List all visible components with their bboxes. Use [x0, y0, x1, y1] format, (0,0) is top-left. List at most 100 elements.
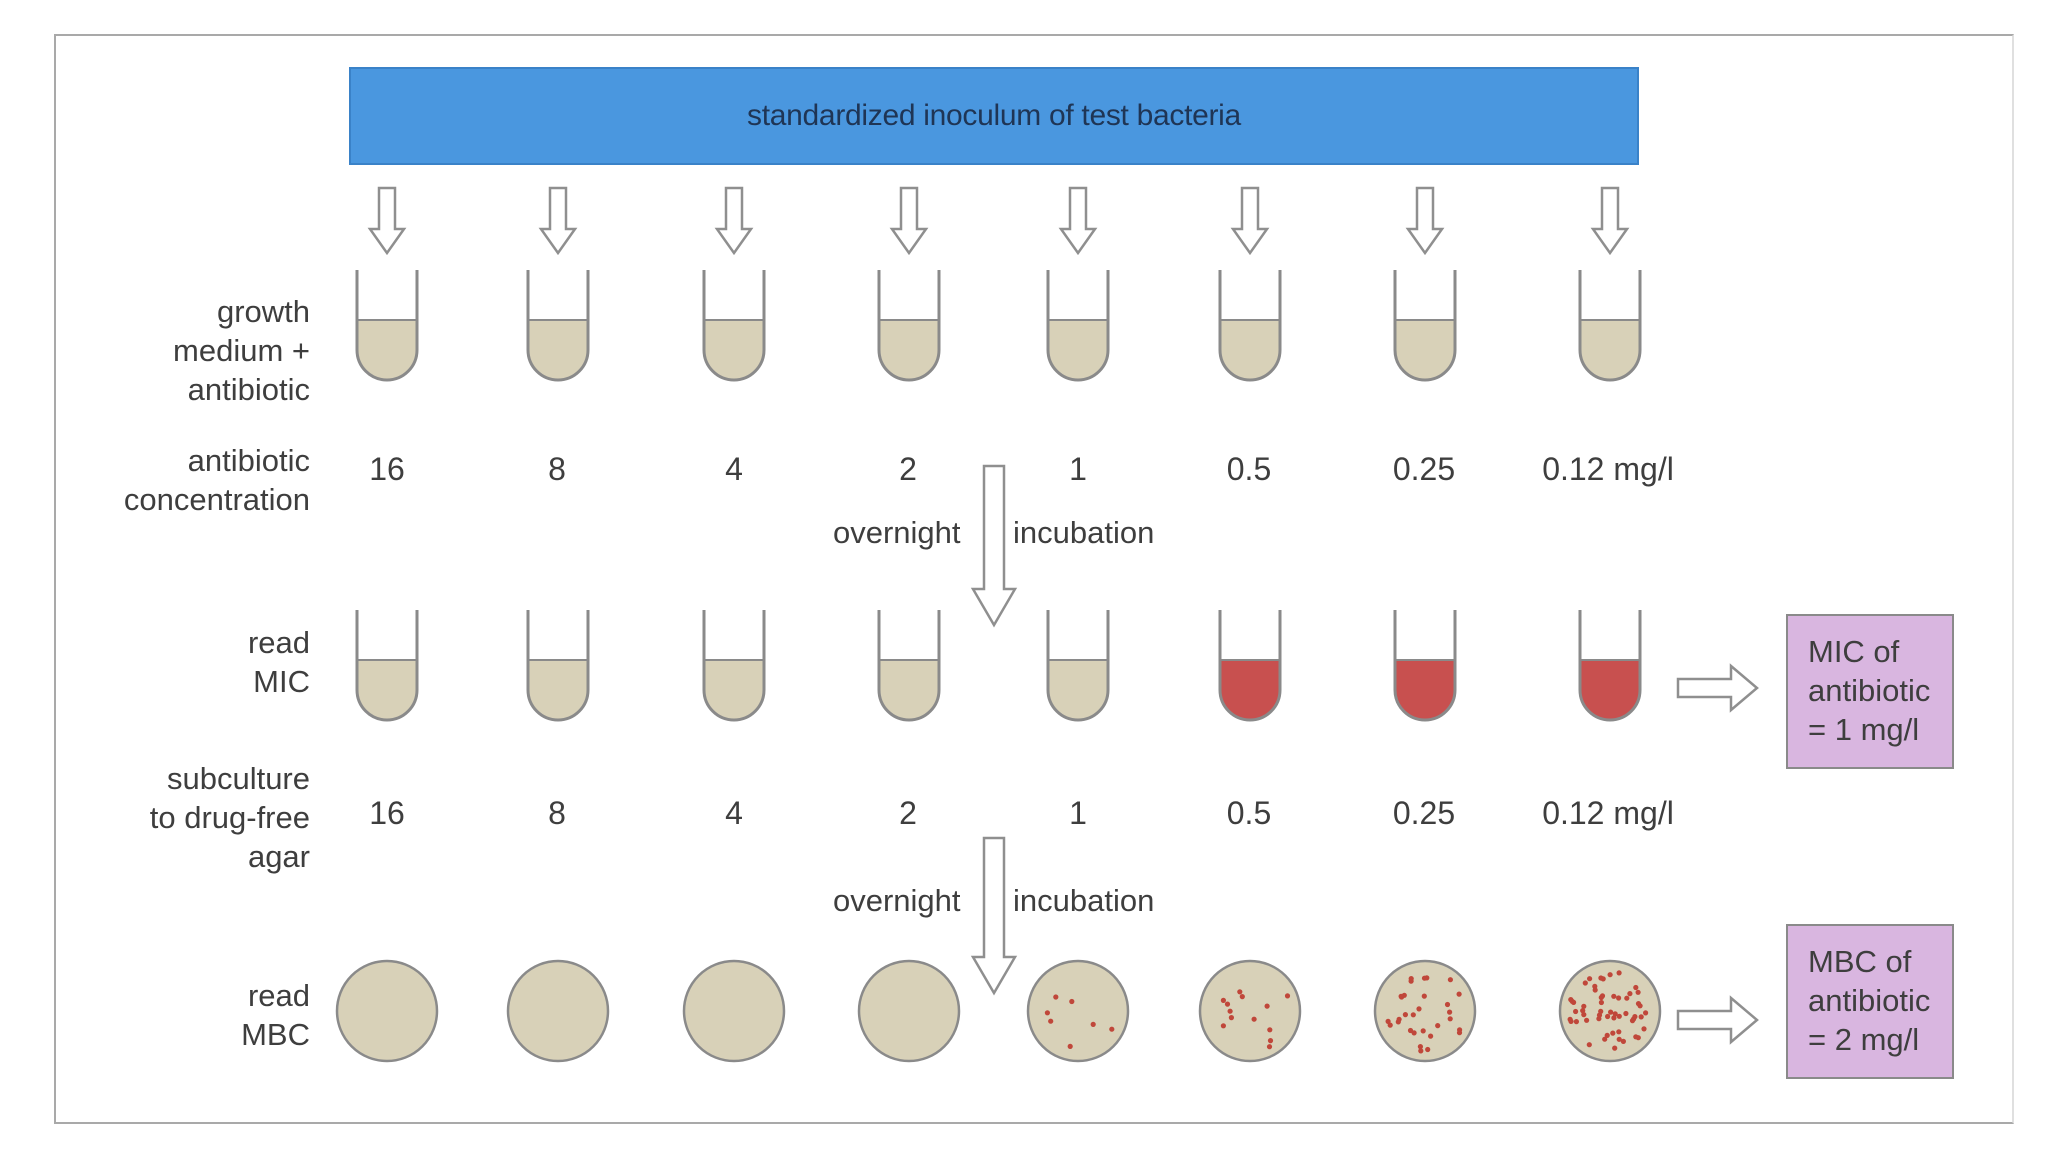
- bacterial-colony: [1227, 1008, 1233, 1014]
- test-tube: [1578, 270, 1642, 382]
- bacterial-colony: [1447, 1009, 1453, 1015]
- label-line: growth: [216, 294, 310, 329]
- bacterial-colony: [1418, 1048, 1424, 1054]
- test-tube-liquid: [1048, 320, 1108, 380]
- label-line: read: [247, 978, 310, 1013]
- mic-tube: [355, 610, 419, 722]
- bacterial-colony: [1421, 993, 1427, 999]
- test-tube-liquid: [879, 320, 939, 380]
- inoculation-arrow: [714, 186, 754, 256]
- agar-plate: [1026, 959, 1130, 1063]
- label-line: MBC: [241, 1017, 310, 1052]
- mic-tube-liquid: [1220, 660, 1280, 720]
- mic-tube-liquid: [1395, 660, 1455, 720]
- incubation-label-left: overnight: [833, 883, 961, 918]
- bacterial-colony: [1447, 1016, 1453, 1022]
- label-line: antibiotic: [187, 372, 310, 407]
- bacterial-colony: [1228, 1015, 1234, 1021]
- bacterial-colony: [1067, 1043, 1073, 1049]
- bacterial-colony: [1267, 1038, 1274, 1044]
- bacterial-colony: [1264, 1003, 1270, 1009]
- test-tube: [355, 270, 419, 382]
- subculture-concentration-value: 0.5: [1226, 795, 1272, 831]
- bacterial-colony: [1616, 995, 1622, 1001]
- incubation-label-right: incubation: [1013, 883, 1155, 918]
- label-line: to drug-free: [149, 800, 310, 835]
- bacterial-colony: [1220, 1023, 1226, 1029]
- concentration-value: 0.25: [1392, 451, 1456, 487]
- bacterial-colony: [1069, 998, 1075, 1005]
- subculture-concentration-value: 2: [899, 795, 917, 831]
- mic-tube-liquid: [357, 660, 417, 720]
- test-tube-liquid: [1580, 320, 1640, 380]
- agar-plate: [1198, 959, 1302, 1063]
- test-tube: [1218, 270, 1282, 382]
- label-line: subculture: [166, 761, 310, 796]
- inoculation-arrow: [889, 186, 929, 256]
- inoculation-arrow: [538, 186, 578, 256]
- bacterial-colony: [1596, 1012, 1603, 1018]
- bacterial-colony: [1592, 987, 1598, 993]
- incubation-arrow: [970, 464, 1018, 628]
- bacterial-colony: [1632, 1014, 1638, 1020]
- mic-tube-liquid: [704, 660, 764, 720]
- concentration-value: 16: [369, 451, 405, 487]
- bacterial-colony: [1411, 1030, 1417, 1036]
- bacterial-colony: [1635, 1035, 1641, 1041]
- concentration-value: 4: [725, 451, 743, 487]
- test-tube: [1046, 270, 1110, 382]
- inoculation-arrow: [1590, 186, 1630, 256]
- mic-result-arrow: [1676, 663, 1759, 713]
- test-tube-liquid: [528, 320, 588, 380]
- bacterial-colony: [1638, 1014, 1644, 1020]
- agar-plate: [1373, 959, 1477, 1063]
- agar-plate: [857, 959, 961, 1063]
- bacterial-colony: [1220, 997, 1226, 1004]
- bacterial-colony: [1611, 1015, 1617, 1021]
- mic-tube: [877, 610, 941, 722]
- bacterial-colony: [1410, 1012, 1416, 1018]
- bacterial-colony: [1600, 976, 1606, 982]
- concentration-value: 1: [1069, 451, 1087, 487]
- inoculum-banner: standardized inoculum of test bacteria: [349, 67, 1639, 165]
- incubation-arrow: [970, 836, 1018, 996]
- mic-result-line: antibiotic: [1808, 673, 1931, 708]
- subculture-concentration-value: 1: [1069, 795, 1087, 831]
- bacterial-colony: [1610, 1030, 1616, 1036]
- label-antibiotic-concentration: antibiotic concentration: [80, 441, 310, 519]
- test-tube-liquid: [357, 320, 417, 380]
- bacterial-colony: [1635, 1001, 1642, 1007]
- bacterial-colony: [1428, 1033, 1434, 1039]
- mic-tube: [1218, 610, 1282, 722]
- bacterial-colony: [1624, 995, 1630, 1001]
- label-line: antibiotic: [187, 443, 310, 478]
- bacterial-colony: [1090, 1021, 1096, 1027]
- mic-tube-liquid: [879, 660, 939, 720]
- concentration-value: 0.5: [1226, 451, 1272, 487]
- bacterial-colony: [1224, 1001, 1231, 1007]
- inoculation-arrow: [1058, 186, 1098, 256]
- mic-result-line: MIC of: [1808, 634, 1900, 669]
- mbc-result-line: = 2 mg/l: [1808, 1022, 1920, 1057]
- mic-tube: [1578, 610, 1642, 722]
- bacterial-colony: [1599, 993, 1606, 999]
- bacterial-colony: [1581, 1012, 1587, 1018]
- mic-result-line: = 1 mg/l: [1808, 712, 1920, 747]
- label-line: concentration: [123, 482, 310, 517]
- bacterial-colony: [1623, 1010, 1629, 1017]
- label-line: MIC: [253, 664, 310, 699]
- label-growth-medium: growth medium + antibiotic: [100, 292, 310, 409]
- bacterial-colony: [1398, 993, 1404, 999]
- bacterial-colony: [1643, 1010, 1649, 1016]
- test-tube-liquid: [704, 320, 764, 380]
- mic-tube: [702, 610, 766, 722]
- test-tube-liquid: [1395, 320, 1455, 380]
- bacterial-colony: [1053, 994, 1059, 1000]
- bacterial-colony: [1581, 1003, 1587, 1009]
- bacterial-colony: [1435, 1023, 1441, 1029]
- subculture-concentration-value: 4: [725, 795, 743, 831]
- mbc-result-box: MBC of antibiotic = 2 mg/l: [1786, 924, 1954, 1079]
- bacterial-colony: [1587, 976, 1593, 982]
- mic-tube: [1393, 610, 1457, 722]
